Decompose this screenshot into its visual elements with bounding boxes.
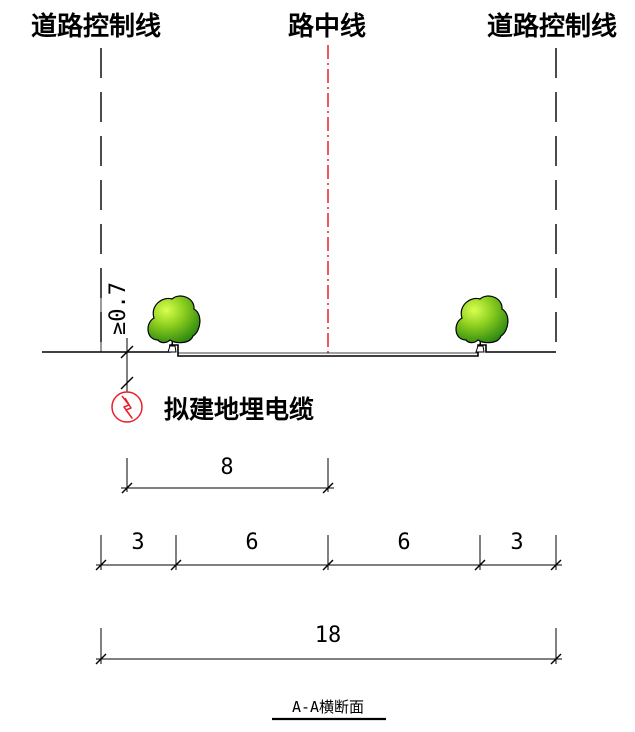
- dimension-cable-offset: 8: [121, 455, 334, 494]
- dimension-label: 8: [220, 455, 233, 480]
- dimension-label: 6: [397, 530, 410, 555]
- lightning-circle-icon: [111, 391, 143, 423]
- center-line-label: 路中线: [288, 11, 366, 42]
- dimension-label: 6: [245, 530, 258, 555]
- control-line-left-label: 道路控制线: [31, 11, 161, 42]
- dimension-label: 3: [131, 530, 144, 555]
- dimension-label: 3: [510, 530, 523, 555]
- tree-icon: [455, 295, 509, 353]
- dimension-label: 18: [315, 623, 342, 648]
- dimension-chain: 3 6 6 3: [95, 530, 562, 571]
- dimension-total: 18: [95, 623, 562, 665]
- control-line-right-label: 道路控制线: [487, 11, 617, 42]
- cable-label: 拟建地埋电缆: [164, 395, 314, 424]
- depth-dimension: ≥0.7: [100, 268, 134, 392]
- tree-icon: [147, 295, 201, 353]
- section-title: A-A横断面: [292, 698, 364, 716]
- depth-label: ≥0.7: [106, 282, 131, 335]
